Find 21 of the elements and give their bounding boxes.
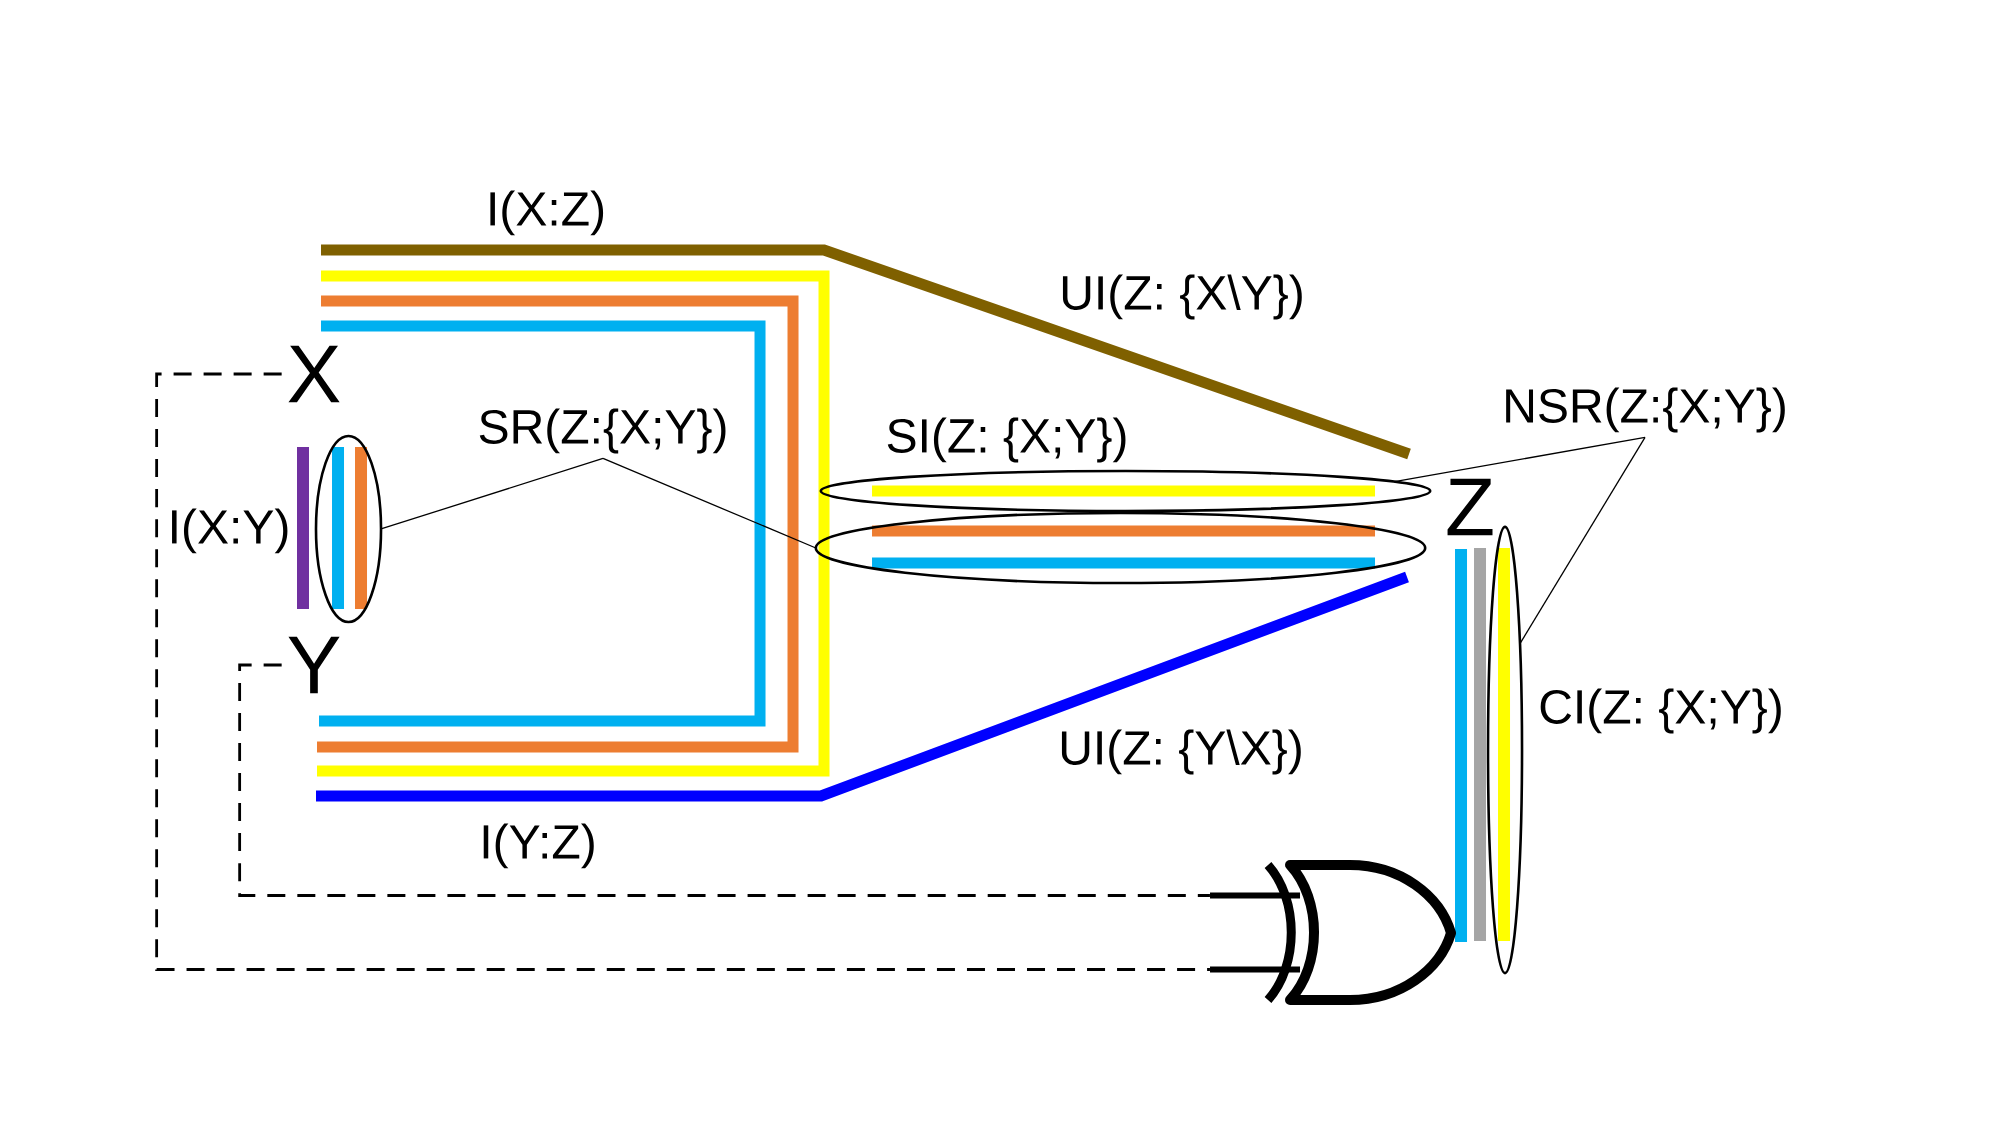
text-label: NSR(Z:{X;Y}) [1506, 387, 1785, 433]
ellipse [819, 469, 1432, 513]
dashed-connector [238, 663, 1210, 897]
variable-letter: Y [288, 636, 340, 694]
text-label: SR(Z:{X;Y}) [479, 408, 726, 454]
leader-line [1519, 436, 1646, 645]
xor-gate-symbol [1210, 860, 1457, 1005]
variable-letter: Z [1447, 478, 1493, 536]
ellipse [814, 511, 1427, 585]
text-label: I(Y:Z) [483, 823, 594, 869]
leader-line [602, 457, 817, 549]
dashed-connector [155, 372, 1210, 971]
variable-letter: X [288, 345, 340, 403]
text-label: SI(Z: {X;Y}) [887, 417, 1126, 463]
text-label: I(X:Y) [172, 508, 288, 554]
text-label: UI(Z: {X\Y}) [1062, 274, 1302, 320]
leader-line [1393, 436, 1646, 483]
text-label: UI(Z: {Y\X}) [1061, 729, 1301, 775]
ellipse [314, 434, 383, 624]
leader-line [380, 457, 604, 530]
text-label: I(X:Z) [490, 190, 604, 236]
